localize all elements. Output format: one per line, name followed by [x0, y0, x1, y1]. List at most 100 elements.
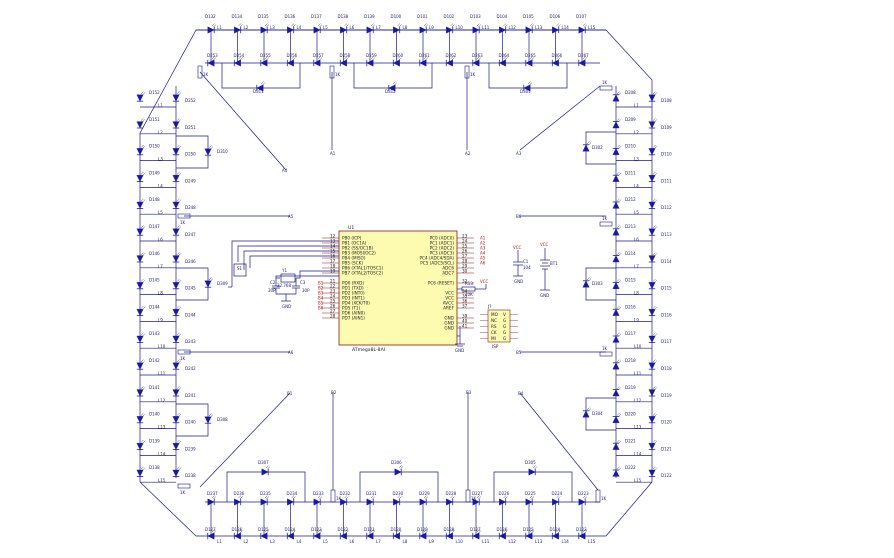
mcu-right-pin-num-17: 40: [462, 318, 468, 323]
label-right-outer-0: D108: [661, 98, 672, 103]
led-top-inner-d259: [366, 56, 376, 67]
row-right-outer-6: L7: [634, 264, 639, 269]
res-top-val-2: 1K: [470, 72, 476, 77]
led-right-outer-7: [648, 278, 658, 290]
row-right-outer-8: L9: [634, 317, 639, 322]
mcu-left-pin-num-14: 26: [330, 303, 336, 308]
label-left-inner-0: D252: [185, 98, 196, 103]
led-top-outer-d107: [578, 23, 588, 34]
led-left-inner-3: [172, 171, 182, 183]
label-top-outer-10: D103: [470, 14, 481, 19]
mcu-right-pin-13: AVCC: [443, 300, 454, 305]
label-right-outer-1: D109: [661, 125, 672, 130]
row-bottom-outer-4: L5: [323, 539, 328, 544]
label-bottom-inner-11: D226: [499, 491, 510, 496]
led-right-inner-9: [612, 332, 622, 343]
mcu-net-b-4: B5: [318, 300, 324, 305]
label-bottom-outer-13: D124: [550, 527, 561, 532]
mcu-ic: U1 ATmega8L-8AI: [338, 225, 458, 353]
res-bottom-val-0: 1K: [336, 496, 342, 501]
row-top-outer-12: L13: [535, 25, 543, 30]
mcu-right-pin-17: GND: [444, 320, 454, 325]
mcu-right-pin-4: PC4 (ADC4/SDA): [420, 255, 455, 260]
power-vcc-label: VCC: [513, 245, 522, 250]
led-bottom-outer-0: [207, 529, 217, 540]
mcu-designator: U1: [348, 225, 354, 231]
resistor-left-2: [177, 483, 191, 489]
isp-type: ISP: [492, 344, 499, 349]
led-bottom-outer-5: [339, 529, 349, 540]
label-bottom-inner-0: D237: [207, 491, 218, 496]
label-left-outer-8: D144: [149, 304, 160, 309]
resistor-top-1: [329, 65, 335, 79]
label-right-outer-11: D119: [661, 393, 672, 398]
led-left-inner-12: [172, 412, 182, 424]
led-left-inner-11: [172, 386, 182, 397]
row-top-outer-4: L5: [323, 25, 328, 30]
label-top-outer-0: D132: [205, 14, 216, 19]
mcu-right-pin-num-18: 41: [462, 323, 468, 328]
mcu-left-pin-num-16: 28: [330, 313, 336, 318]
label-bottom-extra-1: D306: [391, 460, 402, 465]
label-bottom-inner-2: D235: [260, 491, 271, 496]
row-left-outer-12: L13: [158, 425, 166, 430]
mcu-left-pin-14: PD5 (T1): [342, 305, 361, 310]
row-left-outer-7: L8: [158, 291, 163, 296]
label-left-outer-0: D152: [149, 90, 160, 95]
isp-row-1: NC: [491, 318, 497, 323]
led-top-extra-d301: [523, 81, 533, 92]
mcu-right-pin-num-16: 39: [462, 313, 468, 318]
row-right-outer-5: L6: [634, 237, 639, 242]
resistor-left-0: [177, 213, 191, 219]
row-top-outer-3: L4: [297, 25, 302, 30]
label-left-extra-1: D309: [217, 281, 228, 286]
label-bottom-extra-0: D307: [258, 460, 269, 465]
reset-res-designator: R13: [465, 281, 473, 286]
led-left-inner-4: [172, 198, 182, 209]
net-b5: B5: [516, 350, 522, 355]
label-top-outer-5: D138: [338, 14, 349, 19]
mcu-left-pin-num-11: 23: [330, 288, 336, 293]
isp-row-b-2: G: [503, 324, 506, 329]
mcu-right-pin-num-14: 37: [462, 303, 468, 308]
reset-resistor: [457, 284, 487, 292]
label-left-inner-2: D250: [185, 152, 196, 157]
led-bottom-outer-1: [233, 529, 243, 540]
mcu-net-a-0: A1: [480, 235, 486, 240]
label-left-outer-12: D140: [149, 412, 160, 417]
led-right-outer-6: [648, 252, 658, 263]
label-bottom-outer-14: D123: [576, 527, 587, 532]
mcu-left-pin-7: PB7 (XTAL2/TOSC2): [342, 270, 383, 275]
switch-designator: S1: [237, 266, 243, 271]
mcu-net-b-1: B2: [318, 285, 324, 290]
mcu-part: ATmega8L-8AI: [352, 347, 385, 353]
led-left-outer-8: [136, 305, 146, 317]
row-bottom-outer-0: L1: [217, 539, 222, 544]
label-left-inner-1: D251: [185, 125, 196, 130]
resistor-left-1: [177, 349, 191, 355]
label-left-inner-5: D247: [185, 232, 196, 237]
row-right-outer-0: L1: [634, 103, 639, 108]
mcu-left-pin-4: PB4 (MISO): [342, 255, 366, 260]
led-right-outer-2: [648, 144, 658, 156]
led-right-extra-0: [582, 141, 592, 152]
label-left-inner-14: D238: [185, 473, 196, 478]
label-top-inner-5: D258: [340, 53, 351, 58]
row-right-outer-3: L4: [634, 183, 639, 188]
led-top-extra-d312: [388, 81, 398, 92]
label-left-inner-8: D244: [185, 312, 196, 317]
label-top-inner-2: D255: [260, 53, 271, 58]
label-left-outer-11: D141: [149, 385, 160, 390]
led-left-outer-6: [136, 252, 146, 263]
led-left-inner-14: [172, 466, 182, 477]
label-bottom-inner-10: D227: [472, 491, 483, 496]
label-top-outer-11: D104: [497, 14, 508, 19]
label-top-outer-4: D137: [311, 14, 322, 19]
led-right-extra-1: [582, 277, 592, 288]
mcu-net-a-2: A3: [480, 245, 486, 250]
label-right-extra-2: D304: [592, 411, 603, 416]
isp-row-b-1: G: [503, 318, 506, 323]
label-right-inner-7: D215: [625, 278, 636, 283]
led-left-inner-9: [172, 332, 182, 343]
label-bottom-outer-12: D125: [523, 527, 534, 532]
